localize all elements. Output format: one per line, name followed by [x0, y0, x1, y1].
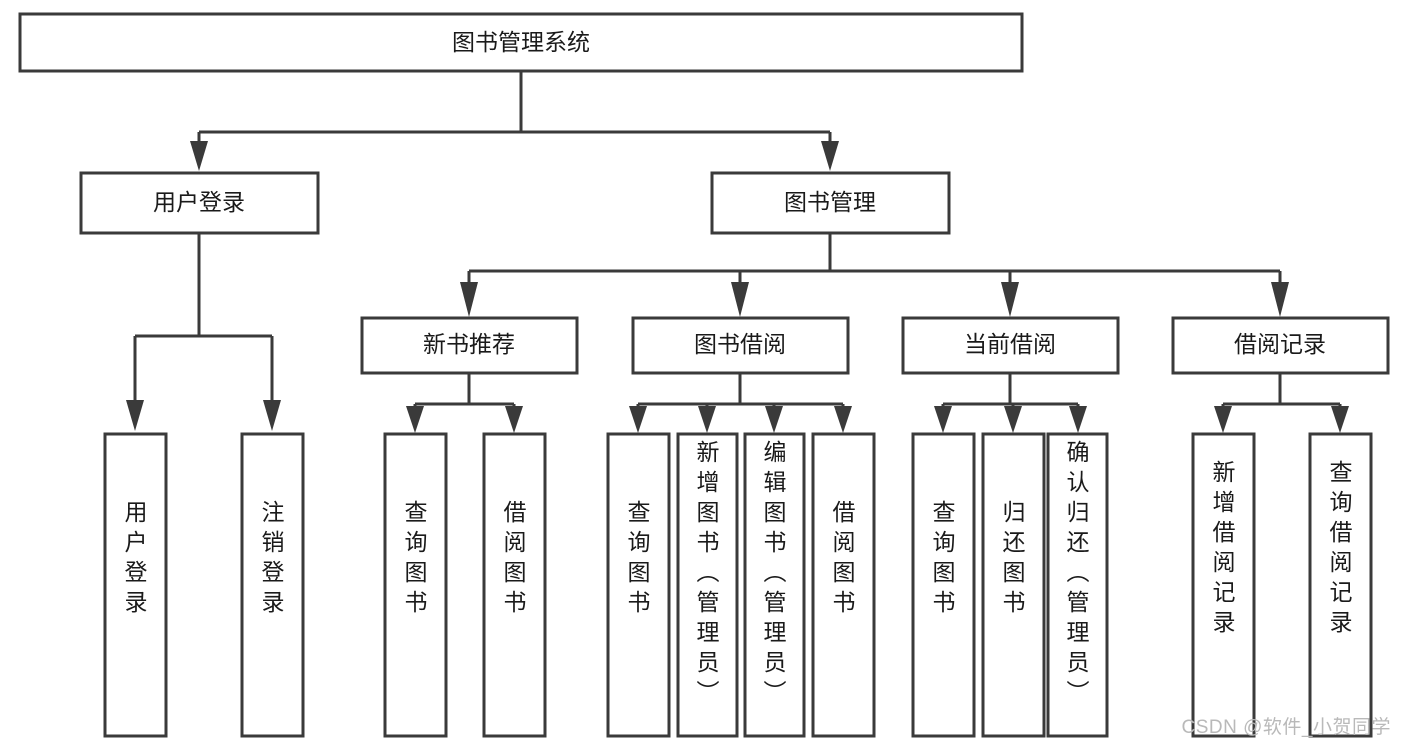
arrow-to-leaf-borrow-book-2: [834, 406, 852, 433]
leaf-query-book-1-label: 查询图书: [405, 499, 428, 615]
arrow-to-user-login: [190, 141, 208, 171]
user-login-label: 用户登录: [153, 189, 245, 215]
current-borrow-box[interactable]: [901, 316, 1120, 375]
book-management-label: 图书管理: [784, 189, 876, 215]
leaf-confirm-return-box[interactable]: [1046, 432, 1109, 738]
leaf-add-record-box[interactable]: [1191, 432, 1256, 738]
borrow-record-box[interactable]: [1171, 316, 1390, 375]
node-leaf-user-logout[interactable]: 注销登录: [240, 432, 305, 738]
leaf-user-logout-box[interactable]: [240, 432, 305, 738]
leaf-add-book-box[interactable]: [676, 432, 739, 738]
leaf-edit-book-label: 编辑图书︵管理员︶: [764, 439, 787, 705]
node-leaf-user-login[interactable]: 用户登录: [103, 432, 168, 738]
node-leaf-borrow-book-2[interactable]: 借阅图书: [811, 432, 876, 738]
arrow-to-leaf-borrow-book-1: [505, 406, 523, 433]
arrow-to-leaf-add-record: [1214, 406, 1232, 433]
arrow-to-borrow-record: [1271, 282, 1289, 317]
arrow-to-new-book-recommend: [460, 282, 478, 317]
leaf-query-book-3-label: 查询图书: [933, 499, 956, 615]
node-user-login[interactable]: 用户登录: [79, 171, 320, 235]
new-book-recommend-label: 新书推荐: [423, 331, 515, 357]
watermark: CSDN @软件_小贺同学: [1181, 717, 1391, 738]
current-borrow-label: 当前借阅: [964, 331, 1056, 357]
node-leaf-confirm-return[interactable]: 确认归还︵管理员︶: [1046, 432, 1109, 738]
book-borrow-label: 图书借阅: [694, 331, 786, 357]
leaf-confirm-return-label: 确认归还︵管理员︶: [1067, 439, 1090, 705]
leaf-edit-book-box[interactable]: [743, 432, 806, 738]
node-leaf-edit-book[interactable]: 编辑图书︵管理员︶: [743, 432, 806, 738]
leaf-user-logout-label: 注销登录: [262, 499, 285, 615]
node-book-borrow[interactable]: 图书借阅: [631, 316, 850, 375]
leaf-user-login-label: 用户登录: [125, 499, 148, 615]
arrow-to-leaf-query-book-2: [629, 406, 647, 433]
connector-layer: [126, 71, 1349, 433]
book-management-box[interactable]: [710, 171, 951, 235]
node-borrow-record[interactable]: 借阅记录: [1171, 316, 1390, 375]
borrow-record-label: 借阅记录: [1234, 331, 1326, 357]
leaf-query-book-3-box[interactable]: [911, 432, 976, 738]
leaf-borrow-book-2-box[interactable]: [811, 432, 876, 738]
leaf-query-book-2-label: 查询图书: [628, 499, 651, 615]
leaf-query-record-label: 查询借阅记录: [1330, 459, 1353, 635]
root-label: 图书管理系统: [452, 29, 590, 55]
leaf-borrow-book-1-label: 借阅图书: [504, 499, 527, 615]
user-login-box[interactable]: [79, 171, 320, 235]
book-borrow-box[interactable]: [631, 316, 850, 375]
node-leaf-add-book[interactable]: 新增图书︵管理员︶: [676, 432, 739, 738]
arrow-to-leaf-confirm-return: [1069, 406, 1087, 433]
arrow-to-leaf-edit-book: [765, 406, 783, 433]
node-leaf-query-book-3[interactable]: 查询图书: [911, 432, 976, 738]
node-root[interactable]: 图书管理系统: [18, 12, 1024, 73]
leaf-query-book-2-box[interactable]: [606, 432, 671, 738]
arrow-to-leaf-return-book: [1004, 406, 1022, 433]
node-leaf-query-book-2[interactable]: 查询图书: [606, 432, 671, 738]
leaf-borrow-book-1-box[interactable]: [482, 432, 547, 738]
node-new-book-recommend[interactable]: 新书推荐: [360, 316, 579, 375]
arrow-to-book-management: [821, 141, 839, 171]
leaf-user-login-box[interactable]: [103, 432, 168, 738]
arrow-to-book-borrow: [731, 282, 749, 317]
node-leaf-query-record[interactable]: 查询借阅记录: [1308, 432, 1373, 738]
node-leaf-query-book-1[interactable]: 查询图书: [383, 432, 448, 738]
leaf-query-record-box[interactable]: [1308, 432, 1373, 738]
arrow-to-leaf-user-logout: [263, 400, 281, 431]
leaf-return-book-label: 归还图书: [1003, 499, 1026, 615]
new-book-recommend-box[interactable]: [360, 316, 579, 375]
leaf-borrow-book-2-label: 借阅图书: [833, 499, 856, 615]
leaf-return-book-box[interactable]: [981, 432, 1046, 738]
arrow-to-leaf-add-book: [698, 406, 716, 433]
arrow-to-leaf-query-book-3: [934, 406, 952, 433]
arrow-to-leaf-query-book-1: [406, 406, 424, 433]
leaf-query-book-1-box[interactable]: [383, 432, 448, 738]
node-leaf-return-book[interactable]: 归还图书: [981, 432, 1046, 738]
leaf-add-record-label: 新增借阅记录: [1213, 459, 1236, 635]
node-leaf-add-record[interactable]: 新增借阅记录: [1191, 432, 1256, 738]
node-current-borrow[interactable]: 当前借阅: [901, 316, 1120, 375]
node-book-management[interactable]: 图书管理: [710, 171, 951, 235]
arrow-to-current-borrow: [1001, 282, 1019, 317]
root-box[interactable]: [18, 12, 1024, 73]
leaf-add-book-label: 新增图书︵管理员︶: [697, 439, 720, 705]
arrow-to-leaf-user-login: [126, 400, 144, 431]
node-leaf-borrow-book-1[interactable]: 借阅图书: [482, 432, 547, 738]
arrow-to-leaf-query-record: [1331, 406, 1349, 433]
